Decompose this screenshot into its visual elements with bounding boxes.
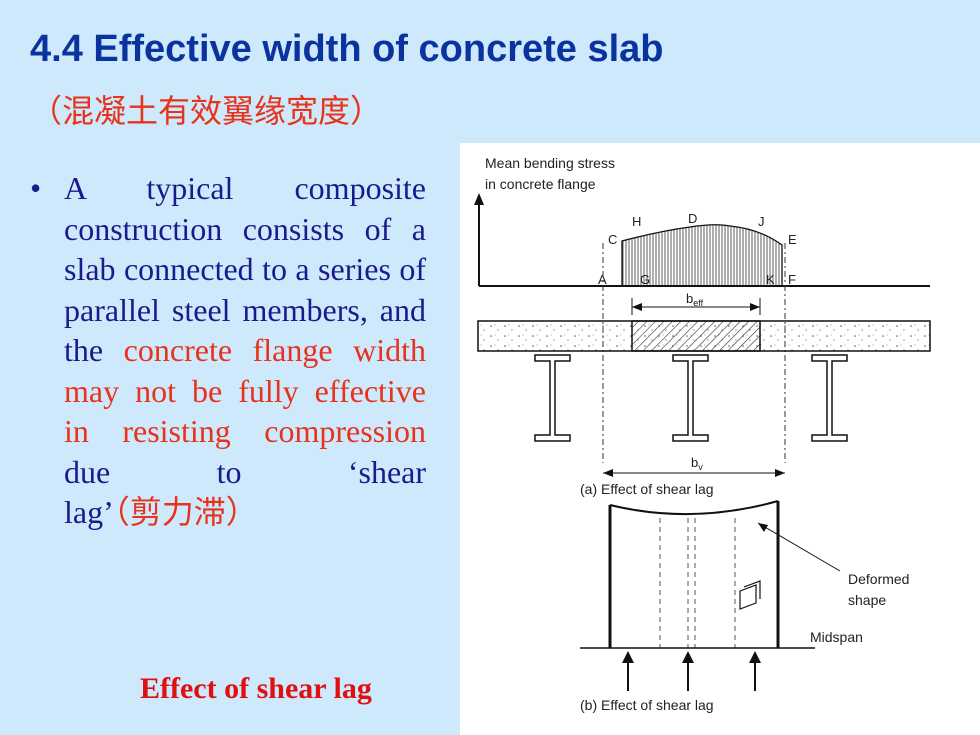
deformed-label-line2: shape — [848, 592, 886, 608]
figure-caption: Effect of shear lag — [140, 672, 372, 705]
y-axis-arrow — [474, 193, 484, 205]
bullet-block: • A typical composite construction consi… — [30, 168, 430, 533]
stress-distribution — [621, 224, 783, 287]
steel-beams — [534, 354, 848, 442]
beff-letter: b — [686, 291, 693, 306]
caption-b: (b) Effect of shear lag — [580, 697, 714, 713]
load-arrowhead-1 — [622, 651, 634, 663]
bullet-marker: • — [30, 170, 42, 206]
point-J: J — [758, 214, 765, 229]
bv-letter: b — [691, 455, 698, 470]
steel-beam-center — [672, 354, 709, 442]
beff-subscript: eff — [693, 298, 703, 308]
load-arrowhead-3 — [749, 651, 761, 663]
load-arrowhead-2 — [682, 651, 694, 663]
bullet-text: A typical composite construction consist… — [64, 168, 426, 533]
deformed-element — [739, 580, 761, 610]
bullet-text-chinese: （剪力滞） — [113, 494, 258, 530]
point-K: K — [766, 272, 775, 287]
steel-beam-left — [534, 354, 571, 442]
point-E: E — [788, 232, 797, 247]
steel-beam-right — [811, 354, 848, 442]
shear-lag-figure: Mean bending stress in concrete flange A… — [460, 143, 980, 735]
beff-arrow-right — [750, 303, 760, 311]
point-H: H — [632, 214, 641, 229]
bullet-text-highlight: concrete flange width may not be fully e… — [64, 332, 427, 449]
deformed-label-line1: Deformed — [848, 571, 909, 587]
slide-title: 4.4 Effective width of concrete slab — [30, 28, 664, 70]
caption-a: (a) Effect of shear lag — [580, 481, 714, 497]
deformed-leader-arrow — [758, 523, 768, 532]
point-C: C — [608, 232, 617, 247]
bv-arrow-left — [603, 469, 613, 477]
slide-subtitle: （混凝土有效翼缘宽度） — [30, 92, 383, 130]
y-axis-label-line2: in concrete flange — [485, 176, 596, 192]
deformed-edge — [609, 500, 779, 516]
bullet-text-part-b: due to ‘shear lag’ — [64, 453, 426, 531]
bv-subscript: v — [698, 462, 703, 472]
beff-label: beff — [686, 291, 704, 308]
effective-width-region — [631, 320, 761, 352]
midspan-label: Midspan — [810, 629, 863, 645]
y-axis-label-line1: Mean bending stress — [485, 155, 615, 171]
bv-arrow-right — [775, 469, 785, 477]
bullet-text-part-a: A typical composite construction consist… — [64, 170, 426, 368]
deformed-leader — [757, 522, 841, 572]
bv-label: bv — [691, 455, 703, 472]
point-A: A — [598, 272, 607, 287]
point-F: F — [788, 272, 796, 287]
beff-arrow-left — [632, 303, 642, 311]
point-D: D — [688, 211, 697, 226]
point-G: G — [640, 272, 650, 287]
